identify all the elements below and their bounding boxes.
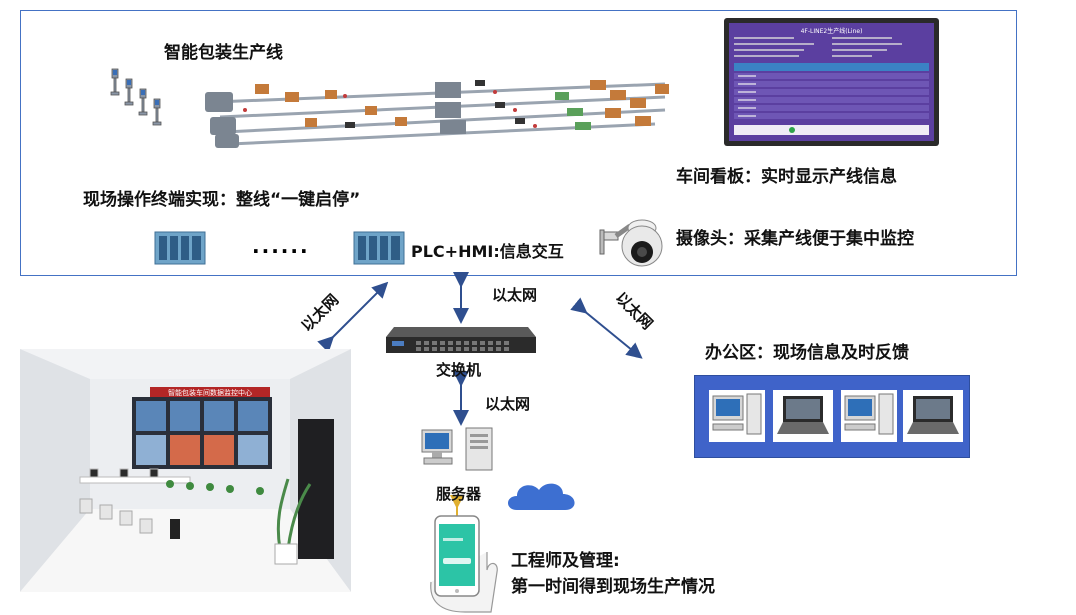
office-label: 办公区：现场信息及时反馈: [705, 343, 909, 363]
desktop-computer-icon: [709, 390, 765, 442]
laptop-icon: [903, 390, 963, 442]
monitoring-center-image: 智能包装车间数据监控中心: [20, 349, 351, 592]
ethernet-label-center: 以太网: [492, 286, 538, 304]
board-title: 4F-LINE2生产线(Line): [800, 28, 863, 35]
server-icon: [421, 427, 493, 471]
production-line-panel: [20, 10, 1017, 276]
production-line-title: 智能包装生产线: [164, 43, 283, 63]
switch-icon: [386, 327, 536, 353]
arrow-left: [317, 281, 389, 353]
switch-label: 交换机: [436, 361, 482, 379]
ethernet-label-lower: 以太网: [485, 395, 531, 413]
ellipsis: ......: [252, 234, 310, 258]
workshop-board-screen: 4F-LINE2生产线(Line): [724, 18, 939, 146]
plc-cabinet-icon: [154, 231, 206, 265]
plc-hmi-label: PLC+HMI:信息交互: [411, 242, 564, 261]
engineer-line2: 第一时间得到现场生产情况: [511, 577, 715, 597]
production-line-image: [205, 80, 669, 148]
mobile-phone-icon: [430, 515, 498, 613]
operation-terminals-image: [110, 68, 162, 126]
board-display: 4F-LINE2生产线(Line): [729, 23, 934, 141]
office-area: [694, 375, 970, 458]
terminal-label: 现场操作终端实现：整线“一键启停”: [83, 190, 361, 210]
camera-icon: [599, 219, 663, 267]
server-label: 服务器: [436, 485, 482, 503]
board-label: 车间看板：实时显示产线信息: [676, 167, 897, 187]
monitoring-banner: 智能包装车间数据监控中心: [168, 388, 252, 397]
arrow-right: [570, 297, 643, 359]
board-table: [734, 37, 929, 135]
plc-cabinet-icon: [353, 231, 405, 265]
desktop-computer-icon: [841, 390, 897, 442]
camera-label: 摄像头：采集产线便于集中监控: [676, 229, 914, 249]
laptop-icon: [773, 390, 833, 442]
cloud-icon: [508, 483, 575, 510]
monitoring-center-render: 智能包装车间数据监控中心: [20, 349, 351, 592]
engineer-line1: 工程师及管理:: [511, 551, 620, 571]
